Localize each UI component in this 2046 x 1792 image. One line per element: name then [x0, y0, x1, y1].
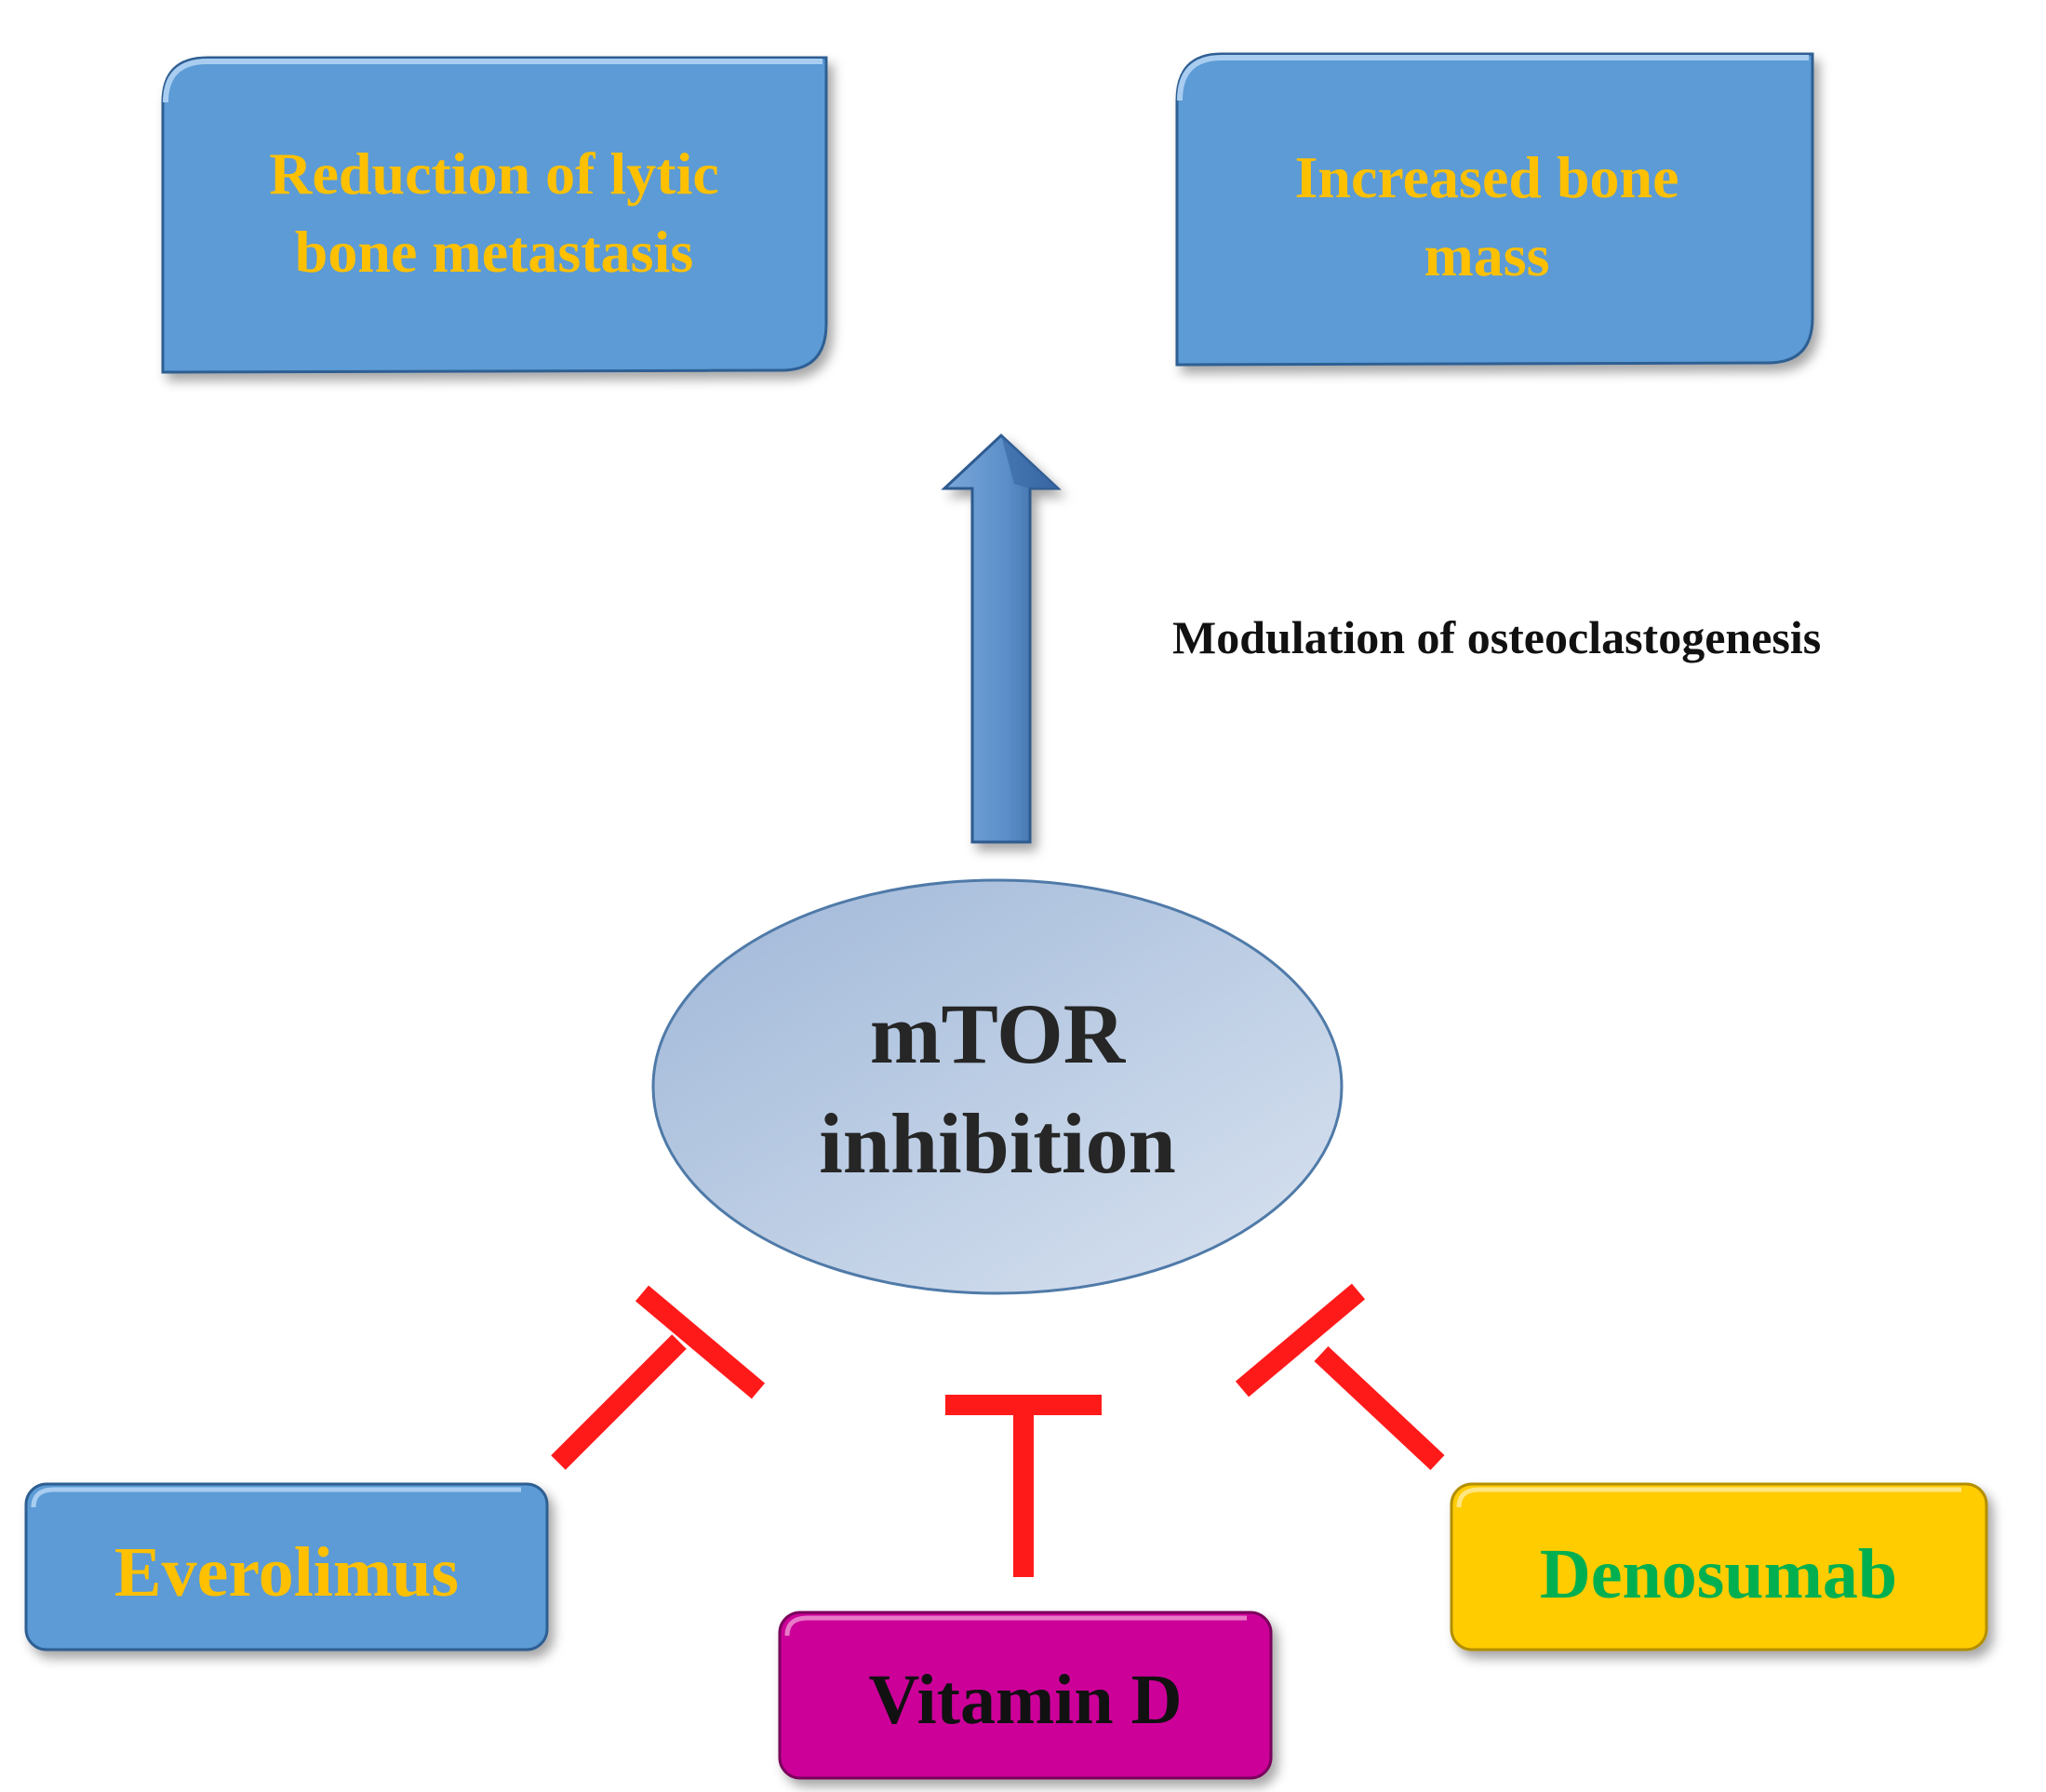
- outcome-box-lytic-metastasis: [161, 56, 828, 374]
- denosumab-label: Denosumab: [1540, 1535, 1897, 1613]
- vitamin-d-box: [778, 1611, 1273, 1780]
- outcome-lytic-line2: bone metastasis: [295, 219, 693, 285]
- up-arrow-icon: [941, 433, 1062, 844]
- outcome-lytic-line1: Reduction of lytic: [269, 140, 719, 207]
- denosumab-box: [1450, 1482, 1988, 1652]
- vitamin-d-label: Vitamin D: [868, 1661, 1182, 1739]
- everolimus-label: Everolimus: [114, 1533, 459, 1611]
- everolimus-box: [24, 1482, 549, 1652]
- mtor-line2: inhibition: [819, 1096, 1176, 1191]
- outcome-bone-mass-line2: mass: [1424, 222, 1549, 288]
- inhibition-denosumab-icon: [1235, 1283, 1445, 1471]
- inhibition-vitamin-d-icon: [945, 1395, 1102, 1577]
- inhibition-everolimus-icon: [551, 1285, 766, 1470]
- outcome-box-bone-mass: [1175, 52, 1814, 367]
- mtor-line1: mTOR: [870, 986, 1127, 1081]
- arrow-label: Modulation of osteoclastogenesis: [1172, 611, 1821, 663]
- mtor-ellipse: [651, 878, 1344, 1295]
- outcome-bone-mass-line1: Increased bone: [1294, 144, 1678, 210]
